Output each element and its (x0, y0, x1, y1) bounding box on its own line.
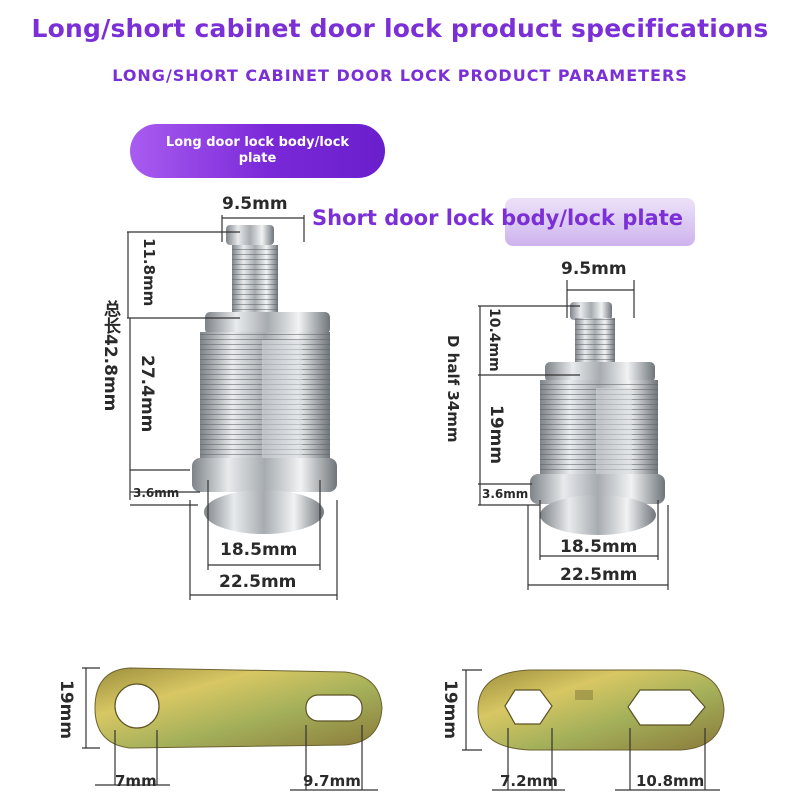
long-plate-height: 19mm (56, 680, 76, 740)
long-lock-flange-diameter: 22.5mm (219, 572, 297, 592)
long-lock-top-width: 9.5mm (222, 194, 288, 214)
short-lock-top-width: 9.5mm (561, 259, 627, 279)
long-lock-label-text: Long door lock body/lock plate (165, 135, 350, 166)
short-lock-thread-diameter: 18.5mm (560, 537, 638, 557)
short-lock-body-height: 19mm (486, 405, 506, 465)
short-plate-right-hole: 10.8mm (636, 772, 705, 790)
short-lock-stem-height: 10.4mm (486, 308, 502, 372)
short-lock-banner (505, 198, 695, 246)
long-lock-body (192, 225, 337, 534)
long-plate (94, 667, 383, 749)
long-plate-left-hole: 7mm (115, 772, 157, 790)
short-lock-flange-thickness: 3.6mm (482, 487, 529, 501)
short-plate-height: 19mm (440, 680, 460, 740)
short-lock-label: Short door lock body/lock plate (312, 206, 683, 230)
short-plate (477, 669, 725, 751)
long-lock-dimension-lines (127, 215, 338, 600)
short-plate-dimension-lines (462, 669, 720, 791)
long-plate-dimension-lines (82, 667, 378, 791)
short-plate-left-hole: 7.2mm (500, 772, 558, 790)
page-title: Long/short cabinet door lock product spe… (31, 14, 769, 43)
short-lock-body (530, 302, 665, 535)
long-lock-label: Long door lock body/lock plate (130, 124, 385, 178)
long-lock-flange-thickness: 3.6mm (133, 486, 180, 500)
long-lock-thread-diameter: 18.5mm (220, 540, 298, 560)
long-lock-total-length: 总长42.8mm (100, 300, 120, 412)
long-lock-stem-height: 11.8mm (140, 238, 158, 307)
long-plate-right-hole: 9.7mm (303, 772, 361, 790)
long-lock-body-height: 27.4mm (137, 355, 157, 433)
short-lock-total-length: D half 34mm (444, 335, 462, 443)
short-lock-flange-diameter: 22.5mm (560, 565, 638, 585)
short-lock-dimension-lines (478, 280, 669, 590)
page-subtitle: LONG/SHORT CABINET DOOR LOCK PRODUCT PAR… (112, 66, 688, 85)
